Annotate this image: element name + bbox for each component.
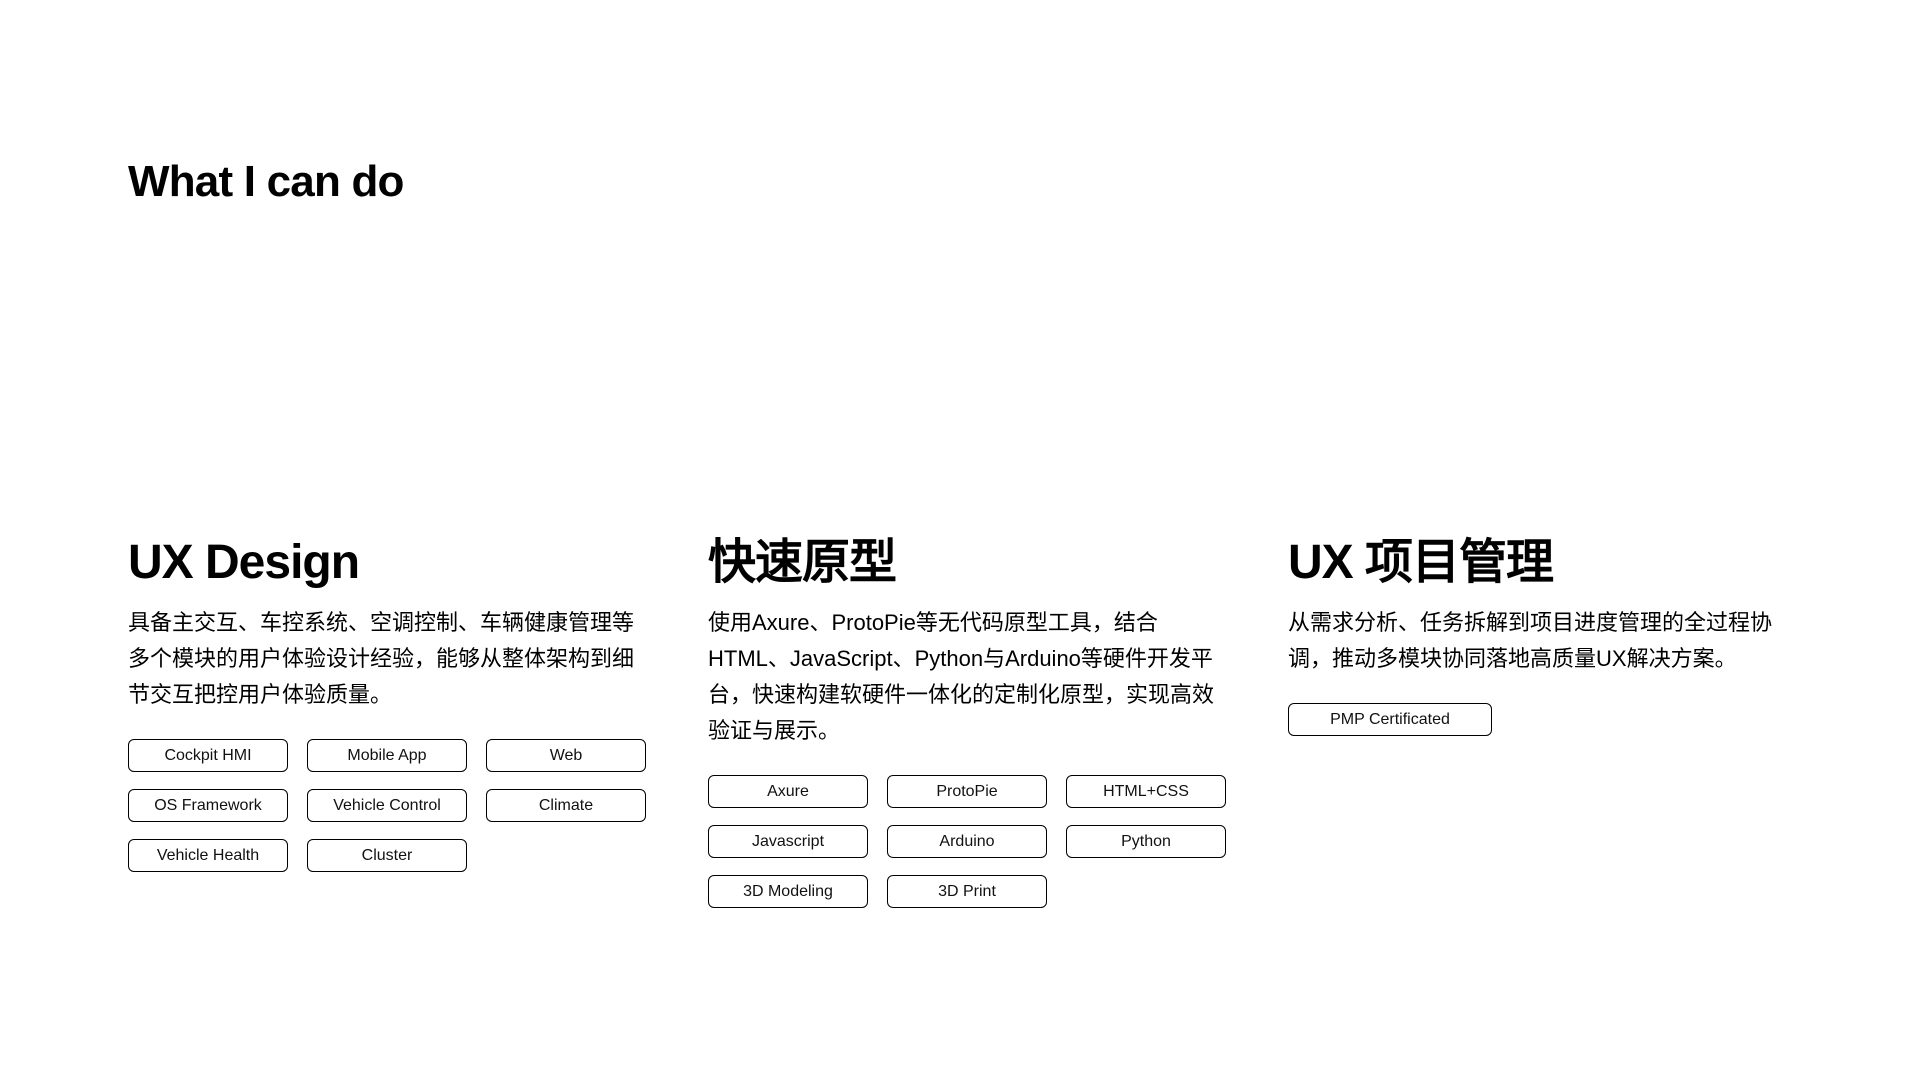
tag-list: PMP Certificated bbox=[1288, 703, 1813, 736]
tag-chip[interactable]: Python bbox=[1066, 825, 1226, 858]
tag-chip[interactable]: 3D Print bbox=[887, 875, 1047, 908]
tag-chip[interactable]: OS Framework bbox=[128, 789, 288, 822]
tag-chip[interactable]: Web bbox=[486, 739, 646, 772]
tag-chip[interactable]: Climate bbox=[486, 789, 646, 822]
tag-chip[interactable]: Arduino bbox=[887, 825, 1047, 858]
column-description: 使用Axure、ProtoPie等无代码原型工具，结合HTML、JavaScri… bbox=[708, 610, 1215, 743]
tag-chip[interactable]: 3D Modeling bbox=[708, 875, 868, 908]
column-heading: 快速原型 bbox=[708, 536, 897, 589]
tag-chip[interactable]: HTML+CSS bbox=[1066, 775, 1226, 808]
column-heading: UX 项目管理 bbox=[1288, 536, 1554, 589]
tag-list: Cockpit HMI Mobile App Web OS Framework … bbox=[128, 739, 653, 872]
tag-chip[interactable]: Axure bbox=[708, 775, 868, 808]
tag-chip[interactable]: Cockpit HMI bbox=[128, 739, 288, 772]
skill-column-ux-design: UX Design 具备主交互、车控系统、空调控制、车辆健康管理等多个模块的用户… bbox=[128, 535, 653, 872]
tag-list: Axure ProtoPie HTML+CSS Javascript Ardui… bbox=[708, 775, 1233, 908]
column-description: 具备主交互、车控系统、空调控制、车辆健康管理等多个模块的用户体验设计经验，能够从… bbox=[128, 610, 635, 707]
column-heading: UX Design bbox=[128, 536, 360, 589]
tag-chip[interactable]: PMP Certificated bbox=[1288, 703, 1492, 736]
tag-chip[interactable]: Mobile App bbox=[307, 739, 467, 772]
tag-chip[interactable]: Vehicle Health bbox=[128, 839, 288, 872]
column-description: 从需求分析、任务拆解到项目进度管理的全过程协调，推动多模块协同落地高质量UX解决… bbox=[1288, 610, 1773, 671]
tag-chip[interactable]: Javascript bbox=[708, 825, 868, 858]
tag-chip[interactable]: Cluster bbox=[307, 839, 467, 872]
skills-columns: UX Design 具备主交互、车控系统、空调控制、车辆健康管理等多个模块的用户… bbox=[128, 535, 1828, 908]
tag-chip[interactable]: Vehicle Control bbox=[307, 789, 467, 822]
tag-chip[interactable]: ProtoPie bbox=[887, 775, 1047, 808]
skill-column-rapid-prototyping: 快速原型 使用Axure、ProtoPie等无代码原型工具，结合HTML、Jav… bbox=[708, 535, 1233, 908]
skill-column-ux-project-management: UX 项目管理 从需求分析、任务拆解到项目进度管理的全过程协调，推动多模块协同落… bbox=[1288, 535, 1813, 736]
page-title: What I can do bbox=[128, 157, 404, 207]
